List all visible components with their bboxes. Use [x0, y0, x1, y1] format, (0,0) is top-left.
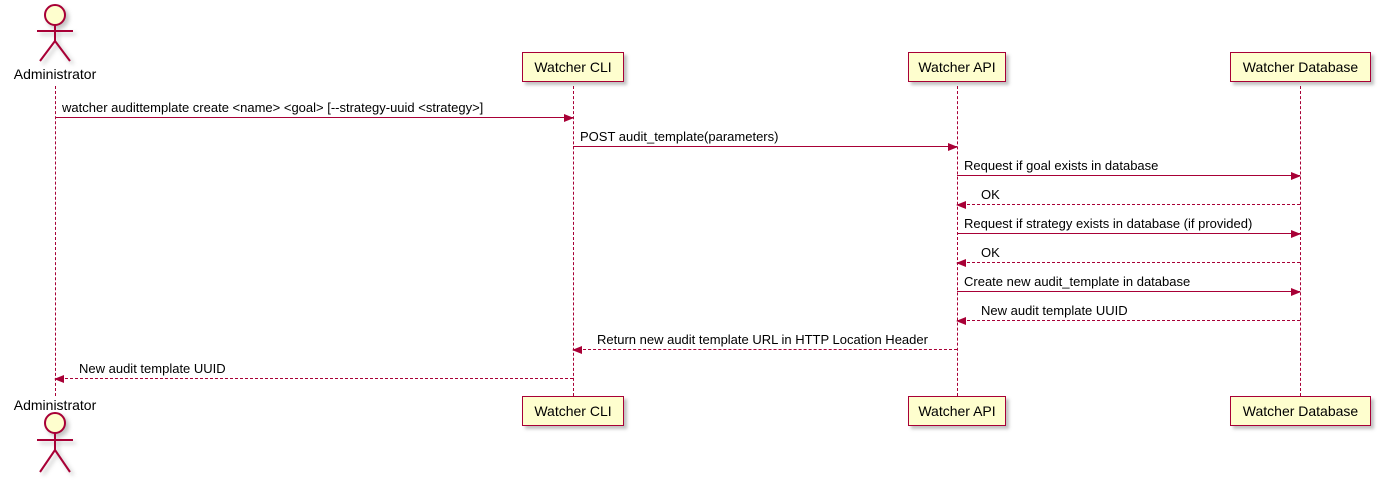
message-label: OK	[981, 187, 1000, 202]
arrowhead-icon	[1291, 171, 1301, 180]
message-label: Request if goal exists in database	[964, 158, 1159, 173]
lifeline-watcher-api	[957, 86, 958, 396]
arrowhead-icon	[572, 345, 582, 354]
message-ok-goal: OK	[956, 187, 1300, 209]
arrowhead-icon	[956, 316, 966, 325]
message-label: New audit template UUID	[79, 361, 226, 376]
arrowhead-icon	[564, 113, 574, 122]
actor-icon	[37, 4, 73, 62]
message-request-goal-exists: Request if goal exists in database	[957, 158, 1301, 180]
message-ok-strategy: OK	[956, 245, 1300, 267]
arrowhead-icon	[948, 142, 958, 151]
participant-watcher-cli: Watcher CLI	[522, 52, 624, 82]
lifeline-administrator	[55, 86, 56, 396]
message-new-uuid-db: New audit template UUID	[956, 303, 1300, 325]
participant-watcher-api: Watcher API	[908, 52, 1006, 82]
message-label: Request if strategy exists in database (…	[964, 216, 1253, 231]
message-label: watcher audittemplate create <name> <goa…	[62, 100, 484, 115]
message-label: Create new audit_template in database	[964, 274, 1191, 289]
arrowhead-icon	[1291, 287, 1301, 296]
participant-watcher-database-bottom: Watcher Database	[1230, 396, 1371, 426]
participant-watcher-database: Watcher Database	[1230, 52, 1371, 82]
arrowhead-icon	[956, 200, 966, 209]
message-new-uuid-admin: New audit template UUID	[54, 361, 573, 383]
arrowhead-icon	[956, 258, 966, 267]
actor-icon-bottom	[37, 412, 73, 473]
lifeline-watcher-cli	[573, 86, 574, 396]
message-post-audit-template: POST audit_template(parameters)	[573, 129, 958, 151]
arrowhead-icon	[1291, 229, 1301, 238]
participant-watcher-cli-bottom: Watcher CLI	[522, 396, 624, 426]
message-create-audittemplate: watcher audittemplate create <name> <goa…	[55, 100, 574, 122]
participant-watcher-api-bottom: Watcher API	[908, 396, 1006, 426]
message-create-audit-template-db: Create new audit_template in database	[957, 274, 1301, 296]
arrowhead-icon	[54, 374, 64, 383]
message-label: New audit template UUID	[981, 303, 1128, 318]
message-label: POST audit_template(parameters)	[580, 129, 779, 144]
actor-label: Administrator	[13, 66, 97, 82]
message-request-strategy-exists: Request if strategy exists in database (…	[957, 216, 1301, 238]
message-label: OK	[981, 245, 1000, 260]
lifeline-watcher-database	[1300, 86, 1301, 396]
message-return-url-location-header: Return new audit template URL in HTTP Lo…	[572, 332, 957, 354]
message-label: Return new audit template URL in HTTP Lo…	[597, 332, 928, 347]
actor-label-bottom: Administrator	[13, 397, 97, 413]
